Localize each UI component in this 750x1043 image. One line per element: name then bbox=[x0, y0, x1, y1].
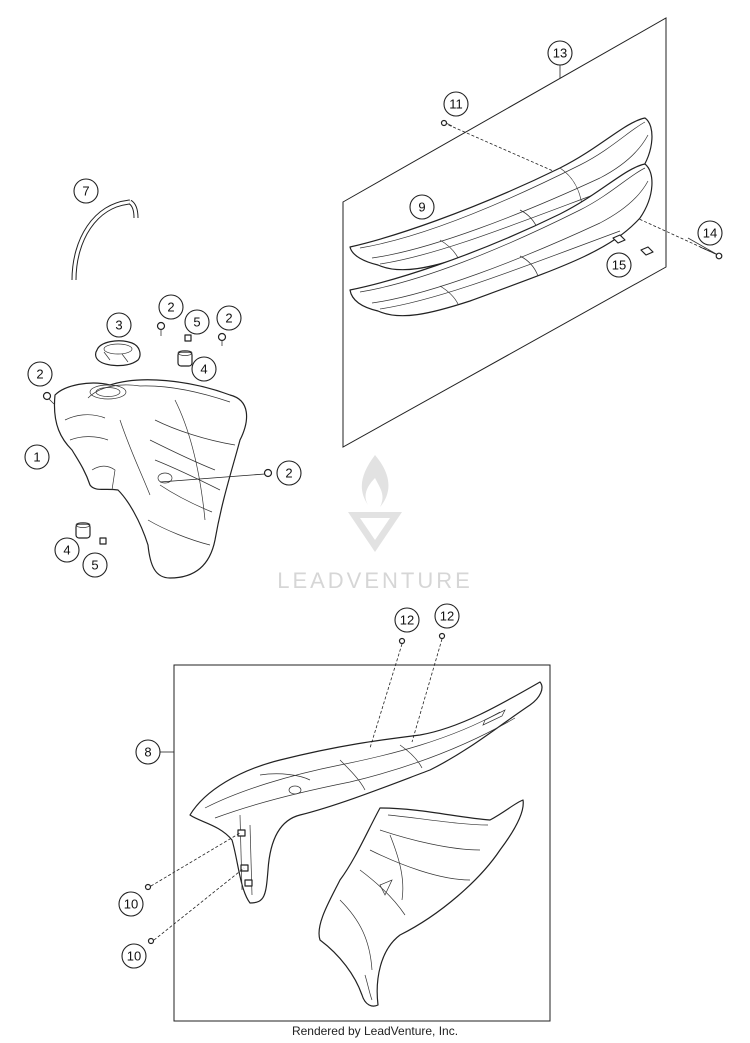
svg-text:2: 2 bbox=[36, 367, 43, 382]
callout-11: 11 bbox=[443, 91, 469, 117]
svg-text:5: 5 bbox=[193, 315, 200, 330]
callout-2-top-left: 2 bbox=[158, 294, 184, 320]
callout-5-top: 5 bbox=[184, 309, 210, 335]
svg-text:10: 10 bbox=[127, 949, 141, 964]
flame-logo-icon bbox=[361, 455, 389, 507]
tank-screw-2-top-left bbox=[156, 321, 166, 336]
callout-13: 13 bbox=[547, 40, 573, 66]
seat-clips-15 bbox=[612, 234, 654, 256]
svg-text:4: 4 bbox=[63, 543, 70, 558]
svg-text:13: 13 bbox=[553, 46, 567, 61]
svg-text:1: 1 bbox=[33, 450, 40, 465]
tank-screw-2-top-right bbox=[217, 332, 227, 346]
callout-15: 15 bbox=[606, 252, 632, 278]
callout-4-top: 4 bbox=[191, 356, 217, 382]
side-panel-right bbox=[318, 799, 524, 1007]
callout-4-bottom: 4 bbox=[54, 537, 80, 563]
rubber-bushing-4-bottom bbox=[75, 522, 91, 539]
fuel-tank bbox=[53, 379, 248, 579]
callout-3: 3 bbox=[106, 312, 132, 338]
svg-text:15: 15 bbox=[612, 258, 626, 273]
nut-5-top bbox=[184, 334, 192, 342]
callout-1: 1 bbox=[24, 444, 50, 470]
callout-10-lower: 10 bbox=[121, 943, 147, 969]
seat-group bbox=[342, 17, 723, 448]
side-panel-left bbox=[189, 681, 543, 904]
svg-text:9: 9 bbox=[418, 200, 425, 215]
panel-screw-10-lower bbox=[147, 867, 245, 945]
svg-text:11: 11 bbox=[449, 97, 463, 112]
side-panel-group bbox=[144, 632, 551, 1022]
watermark-text: LEADVENTURE bbox=[277, 568, 473, 593]
footer-credit: Rendered by LeadVenture, Inc. bbox=[291, 1024, 459, 1038]
nut-5-bottom bbox=[99, 537, 107, 545]
svg-text:2: 2 bbox=[285, 466, 292, 481]
leadventure-watermark: LEADVENTURE bbox=[277, 455, 473, 593]
callout-2-top-right: 2 bbox=[216, 305, 242, 331]
seat-bolt-14 bbox=[687, 237, 723, 260]
svg-text:12: 12 bbox=[440, 609, 454, 624]
callout-12-left: 12 bbox=[394, 607, 420, 633]
svg-text:3: 3 bbox=[115, 318, 122, 333]
v-logo-icon bbox=[348, 512, 402, 552]
seat-screw-11 bbox=[440, 119, 453, 127]
tank-screw-2-right bbox=[159, 468, 273, 483]
tank-cap bbox=[95, 340, 141, 367]
callout-5-bottom: 5 bbox=[82, 552, 108, 578]
seat-group-frame bbox=[342, 17, 667, 448]
callout-2-right: 2 bbox=[276, 460, 302, 486]
panel-screw-12-left bbox=[369, 637, 406, 749]
callout-8: 8 bbox=[135, 739, 161, 765]
side-panel-group-frame bbox=[173, 664, 551, 1022]
svg-text:7: 7 bbox=[82, 184, 89, 199]
callout-7: 7 bbox=[73, 178, 99, 204]
svg-text:12: 12 bbox=[400, 613, 414, 628]
svg-text:8: 8 bbox=[144, 745, 151, 760]
svg-text:5: 5 bbox=[91, 558, 98, 573]
seat-lower bbox=[349, 163, 653, 317]
svg-text:14: 14 bbox=[703, 226, 717, 241]
callout-14: 14 bbox=[697, 220, 723, 246]
panel-screw-10-upper bbox=[144, 832, 241, 891]
callout-10-upper: 10 bbox=[118, 891, 144, 917]
tank-screw-2-left bbox=[42, 391, 55, 405]
panel-screw-12-right bbox=[411, 632, 446, 743]
svg-text:2: 2 bbox=[225, 311, 232, 326]
svg-text:10: 10 bbox=[124, 897, 138, 912]
fuel-hose bbox=[71, 199, 139, 281]
callout-2-left: 2 bbox=[27, 361, 53, 387]
callout-12-right: 12 bbox=[434, 603, 460, 629]
rubber-bushing-4-top bbox=[177, 350, 193, 367]
svg-text:4: 4 bbox=[200, 362, 207, 377]
callout-9: 9 bbox=[409, 194, 435, 220]
svg-text:2: 2 bbox=[167, 300, 174, 315]
